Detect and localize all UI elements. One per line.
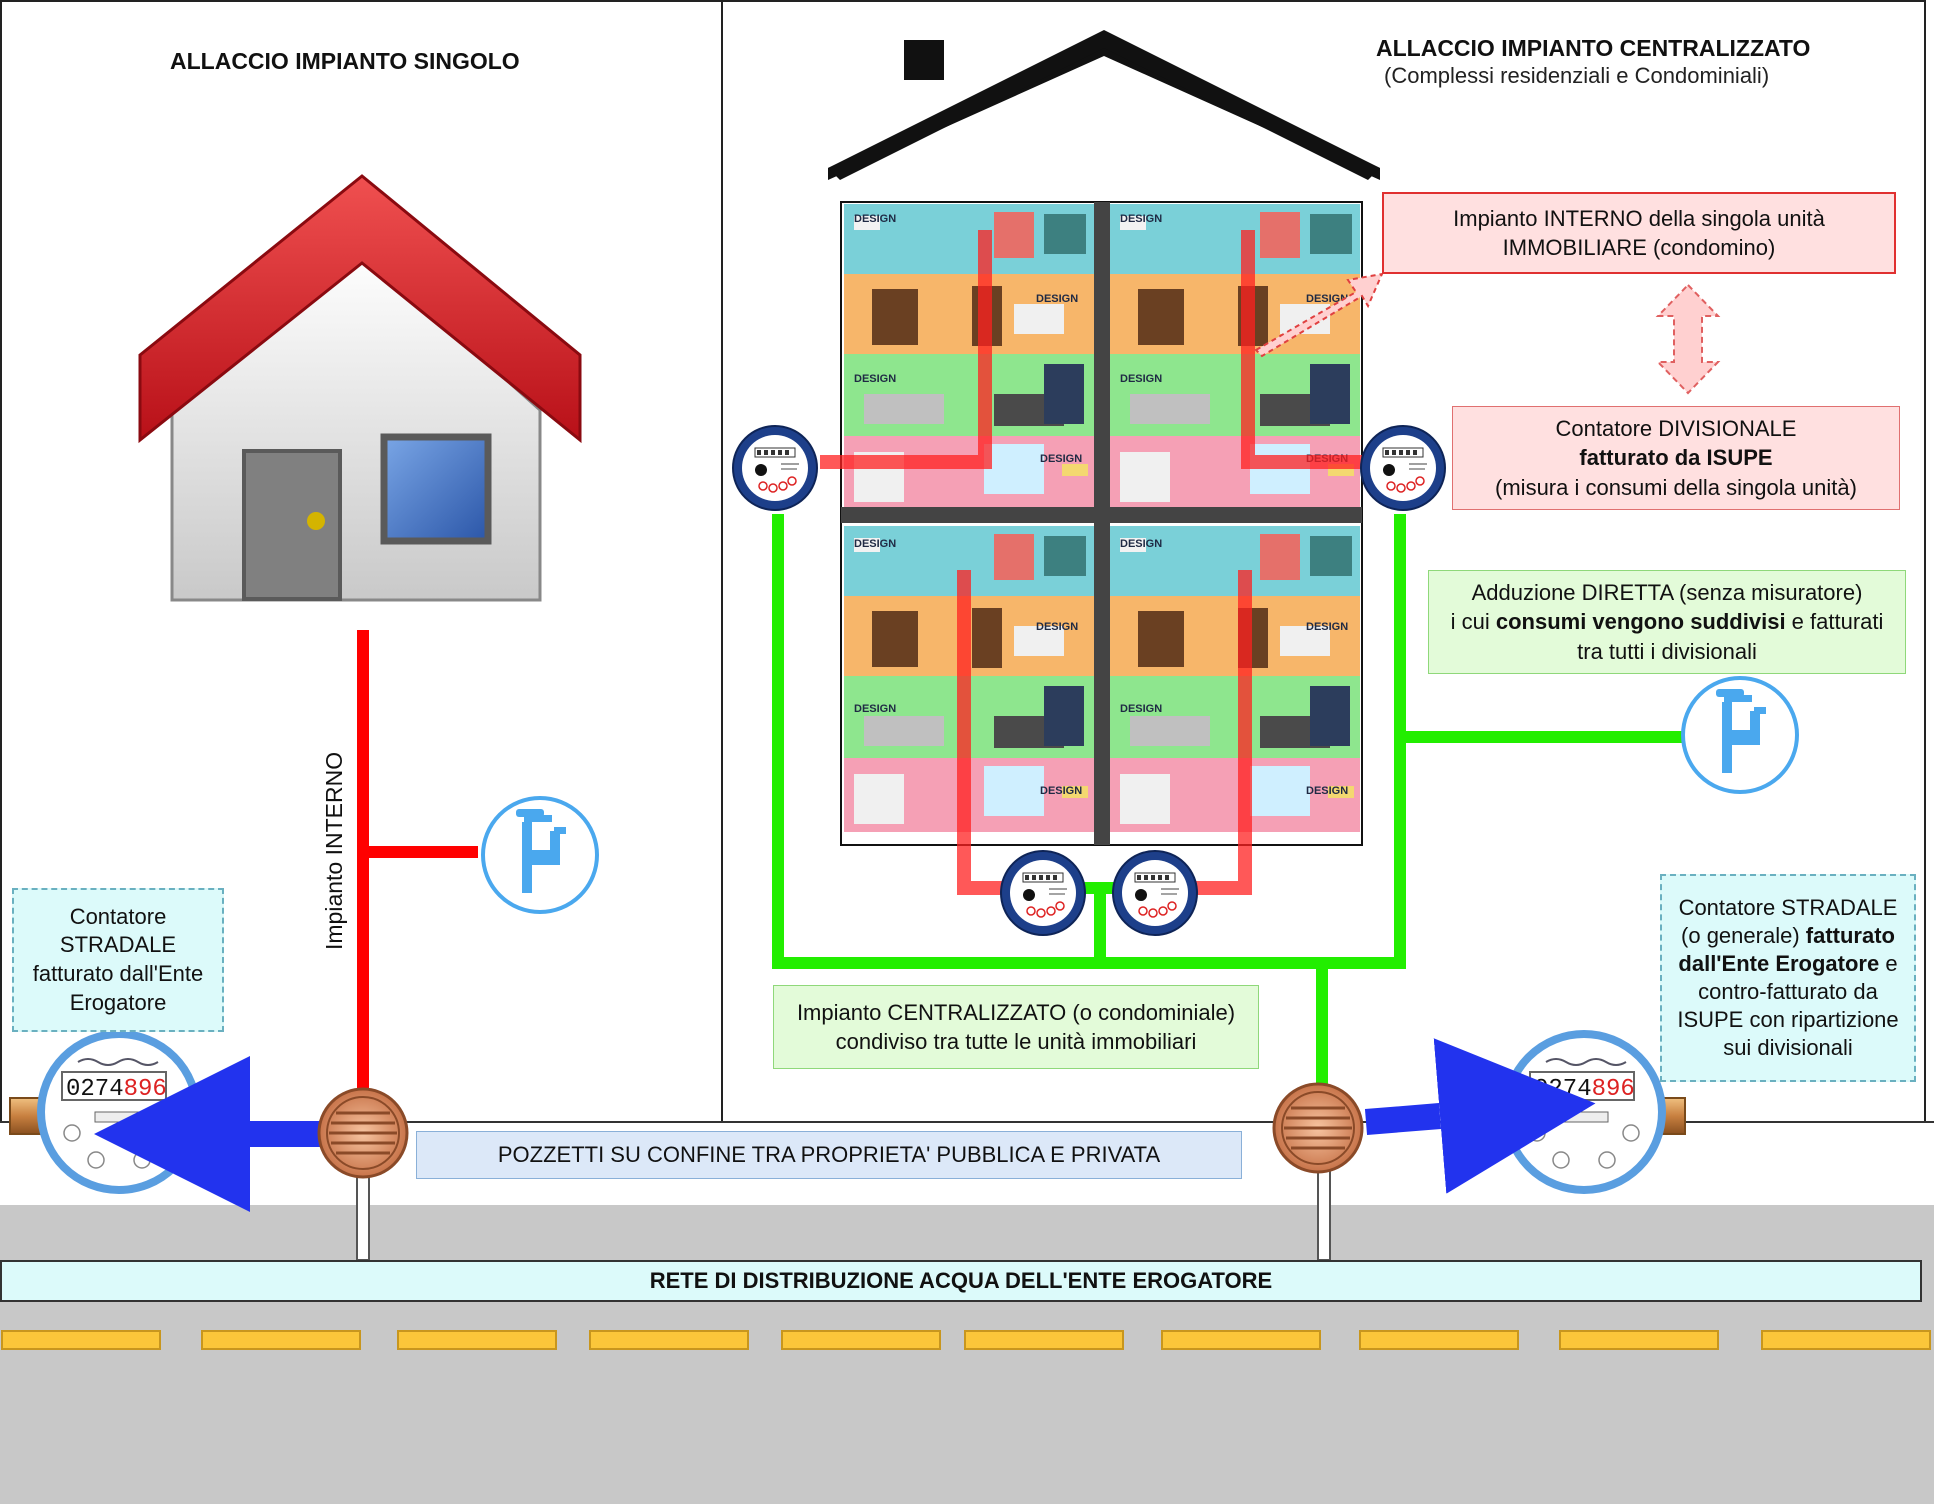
divisional-meter-icon	[1000, 850, 1086, 936]
adduzione-line1: Adduzione DIRETTA (senza misuratore)	[1471, 580, 1863, 606]
svg-text:DESIGN: DESIGN	[1036, 293, 1078, 305]
stradale-right-line2: (o generale) fatturato	[1681, 922, 1895, 948]
pozzetti-box: POZZETTI SU CONFINE TRA PROPRIETA' PUBBL…	[416, 1131, 1242, 1179]
internal-pipe-single	[357, 630, 478, 1090]
svg-text:DESIGN: DESIGN	[1306, 621, 1348, 633]
svg-text:DESIGN: DESIGN	[854, 213, 896, 225]
interno-unit-line2: IMMOBILIARE (condomino)	[1502, 235, 1776, 260]
stradale-right-line4: contro-fatturato da	[1698, 979, 1878, 1004]
stradale-right-line1: Contatore STRADALE	[1678, 894, 1898, 920]
meter-reading: 0274896	[1534, 1076, 1635, 1103]
stradale-right-box: Contatore STRADALE (o generale) fatturat…	[1660, 874, 1916, 1082]
road	[0, 1205, 1934, 1504]
svg-text:DESIGN: DESIGN	[854, 373, 896, 385]
divisionale-line1: Contatore DIVISIONALE	[1555, 416, 1797, 442]
road-dashes	[1, 1330, 1931, 1350]
svg-text:DESIGN: DESIGN	[1120, 538, 1162, 550]
pozzetti-label: POZZETTI SU CONFINE TRA PROPRIETA' PUBBL…	[497, 1142, 1161, 1168]
svg-text:DESIGN: DESIGN	[854, 703, 896, 715]
svg-text:✳: ✳	[112, 1123, 125, 1140]
house-icon	[138, 174, 582, 602]
svg-text:DESIGN: DESIGN	[854, 538, 896, 550]
adduzione-box: Adduzione DIRETTA (senza misuratore) i c…	[1428, 570, 1906, 674]
rete-label: RETE DI DISTRIBUZIONE ACQUA DELL'ENTE ER…	[649, 1268, 1273, 1294]
centralizzato-line1: Impianto CENTRALIZZATO (o condominiale)	[796, 999, 1236, 1025]
manhole-icon	[1272, 1082, 1364, 1174]
divisional-meter-icon	[1360, 425, 1446, 511]
svg-text:DESIGN: DESIGN	[1040, 453, 1082, 465]
divisionale-line2: fatturato da ISUPE	[1579, 445, 1773, 471]
svg-text:DESIGN: DESIGN	[1036, 621, 1078, 633]
condominium-roof	[828, 30, 1380, 180]
title-central: ALLACCIO IMPIANTO CENTRALIZZATO	[1376, 35, 1811, 61]
title-single: ALLACCIO IMPIANTO SINGOLO	[170, 48, 520, 74]
interno-unit-line1: Impianto INTERNO della singola unità	[1453, 205, 1825, 231]
centralizzato-box: Impianto CENTRALIZZATO (o condominiale) …	[773, 985, 1259, 1069]
hydrant-icon	[1681, 676, 1799, 794]
svg-text:DESIGN: DESIGN	[1120, 373, 1162, 385]
adduzione-line2: i cui consumi vengono suddivisi e fattur…	[1450, 609, 1884, 635]
divisional-meter-icon	[732, 425, 818, 511]
subtitle-central: (Complessi residenziali e Condominiali)	[1384, 63, 1770, 88]
interno-unit-box: Impianto INTERNO della singola unità IMM…	[1382, 192, 1896, 274]
manhole-icon	[317, 1087, 409, 1179]
service-pipes	[356, 1164, 1331, 1261]
divisionale-line3: (misura i consumi della singola unità)	[1495, 474, 1857, 500]
stradale-left-line1: Contatore	[69, 903, 167, 929]
svg-text:DESIGN: DESIGN	[1040, 785, 1082, 797]
stradale-left-line4: Erogatore	[69, 989, 167, 1015]
divisional-meter-icon	[1112, 850, 1198, 936]
condominium-building: DESIGN DESIGN DESIGN DESIGN DESIGN DESIGN D…	[840, 201, 1363, 846]
divisionale-box: Contatore DIVISIONALE fatturato da ISUPE…	[1452, 406, 1900, 510]
svg-text:DESIGN: DESIGN	[1120, 703, 1162, 715]
centralizzato-line2: condiviso tra tutte le unità immobiliari	[835, 1029, 1197, 1054]
stradale-right-line5: ISUPE con ripartizione	[1677, 1007, 1899, 1033]
svg-text:DESIGN: DESIGN	[1306, 785, 1348, 797]
internal-pipes-central	[820, 230, 1390, 895]
hydrant-icon	[481, 796, 599, 914]
stradale-right-line3: dall'Ente Erogatore e	[1678, 950, 1898, 976]
stradale-left-line2: STRADALE	[59, 932, 177, 958]
meter-reading: 0274896	[66, 1076, 167, 1103]
stradale-left-box: Contatore STRADALE fatturato dall'Ente E…	[12, 888, 224, 1032]
impianto-interno-label: Impianto INTERNO	[321, 752, 347, 950]
svg-text:DESIGN: DESIGN	[1120, 213, 1162, 225]
arrow-icon	[1364, 1038, 1596, 1194]
rete-distribuzione-bar: RETE DI DISTRIBUZIONE ACQUA DELL'ENTE ER…	[0, 1260, 1922, 1302]
stradale-left-line3: fatturato dall'Ente	[32, 961, 204, 986]
pointer-arrow	[1254, 272, 1384, 358]
double-arrow-icon	[1655, 283, 1721, 395]
stradale-right-line6: sui divisionali	[1723, 1035, 1853, 1061]
adduzione-line3: tra tutti i divisionali	[1577, 638, 1757, 664]
